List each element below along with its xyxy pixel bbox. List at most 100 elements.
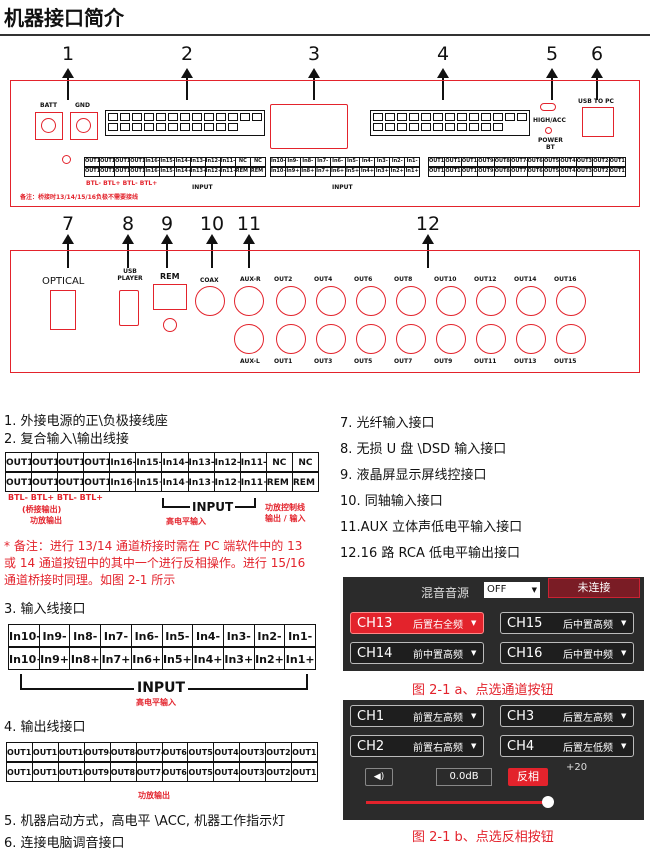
connector-pin [397, 123, 407, 131]
strip-cell: OUT7- [137, 743, 163, 761]
usb-pc-label: USB TO PC [578, 98, 614, 105]
rca-label: OUT11 [474, 358, 497, 365]
connect-button[interactable]: 未连接 [548, 578, 640, 598]
callout-line [427, 236, 429, 268]
strip-cell: OUT4- [214, 743, 241, 761]
rem-port [153, 284, 187, 310]
strip-cell: In7- [101, 625, 132, 646]
strip-cell: OUT15+ [32, 473, 59, 491]
strip-cell: In9- [286, 158, 301, 166]
rca-label: OUT16 [554, 276, 577, 283]
callout-arrow [62, 234, 74, 244]
strip-cell: In12- [215, 453, 241, 471]
amp-out-label: 功放输出 [30, 516, 62, 525]
callout-number: 1 [61, 43, 75, 65]
channel-name: CH13 [357, 615, 393, 631]
bottom-panel [10, 250, 640, 373]
connector-pin [228, 113, 238, 121]
rca-label: OUT2 [274, 276, 293, 283]
channel-option: 后中置高频 [563, 619, 613, 631]
strip-cell: OUT12- [7, 743, 33, 761]
strip-cell: OUT2- [266, 743, 293, 761]
top-mid-strip: In10-In9-In8-In7-In6-In5-In4-In3-In2-In1… [270, 157, 420, 177]
invert-button[interactable]: 反相 [508, 768, 548, 786]
rca-label: OUT3 [314, 358, 333, 365]
callout-arrow [546, 68, 558, 78]
rca-label: OUT5 [354, 358, 373, 365]
strip-cell: OUT11- [445, 158, 462, 166]
bridge-note: * 备注：进行 13/14 通道桥接时需在 PC 端软件中的 13 或 14 通… [4, 539, 306, 587]
strip-cell: In7- [316, 158, 331, 166]
strip-cell: In2- [390, 158, 406, 166]
connector-pin [216, 123, 226, 131]
led-indicator [62, 155, 71, 164]
rca-jack [516, 286, 546, 316]
strip-cell: In2+ [255, 648, 286, 669]
ctrl-label: 功放控制线 [265, 503, 305, 512]
batt-label: BATT [40, 102, 58, 109]
strip-cell: In6+ [331, 168, 346, 176]
gnd-terminal [70, 112, 98, 140]
strip-cell: In12- [205, 158, 221, 166]
rca-label: OUT12 [474, 276, 497, 283]
strip-cell: NC [236, 158, 251, 166]
strip-cell: In14+ [175, 168, 191, 176]
rca-jack [276, 324, 306, 354]
strip-cell: NC [298, 458, 313, 468]
strip-cell: OUT15- [100, 158, 116, 166]
connector-pin [445, 113, 455, 121]
rca-label: OUT6 [354, 276, 373, 283]
strip-cell: OUT2+ [593, 168, 610, 176]
speaker-button[interactable]: ◀) [365, 768, 393, 786]
high-acc-port [540, 103, 556, 111]
connector-pin [421, 113, 431, 121]
strip-cell: OUT6+ [163, 763, 189, 781]
rca-jack [556, 286, 586, 316]
list-item-1: 1. 外接电源的正\负极接线座 [4, 414, 168, 429]
strip-cell: In12+ [215, 473, 241, 491]
connector-pin [168, 113, 178, 121]
connector-pin [192, 123, 202, 131]
callout-number: 7 [61, 213, 75, 235]
connector-pin [252, 113, 262, 121]
mix-source-select[interactable]: OFF▼ [484, 582, 540, 598]
strip-cell: OUT4+ [214, 763, 241, 781]
connector-pin [192, 113, 202, 121]
gain-slider-track[interactable] [366, 801, 546, 804]
rca-label: OUT4 [314, 276, 333, 283]
strip-cell: OUT12+ [7, 763, 33, 781]
strip-cell: OUT9+ [85, 763, 111, 781]
ctrl-label-2: 输出 / 输入 [265, 514, 306, 523]
callout-line [442, 70, 444, 100]
connector-pin [180, 123, 190, 131]
connector-pin [493, 113, 503, 121]
gain-slider-thumb[interactable] [542, 796, 554, 808]
strip-cell: In9- [40, 625, 71, 646]
scale-max: +20 [566, 762, 588, 773]
bridge-label: (桥接输出) [22, 505, 62, 514]
strip-cell: In13- [189, 453, 215, 471]
strip-cell: In16- [145, 158, 161, 166]
strip-cell: OUT4- [560, 158, 577, 166]
strip-cell: In9+ [40, 648, 71, 669]
strip-cell: In4- [193, 625, 224, 646]
strip-cell: OUT1+ [609, 168, 625, 174]
channel-name: CH16 [507, 645, 543, 661]
callout-line [313, 70, 315, 100]
connector-pin [132, 113, 142, 121]
strip-cell: In9+ [286, 168, 301, 176]
channel-option: 前中置高频 [413, 649, 463, 661]
page-title: 机器接口简介 [4, 6, 124, 30]
usb-pc-port [582, 107, 614, 137]
chevron-down-icon: ▼ [621, 742, 627, 750]
strip-cell: In5+ [345, 168, 361, 176]
connector-pin [481, 113, 491, 121]
